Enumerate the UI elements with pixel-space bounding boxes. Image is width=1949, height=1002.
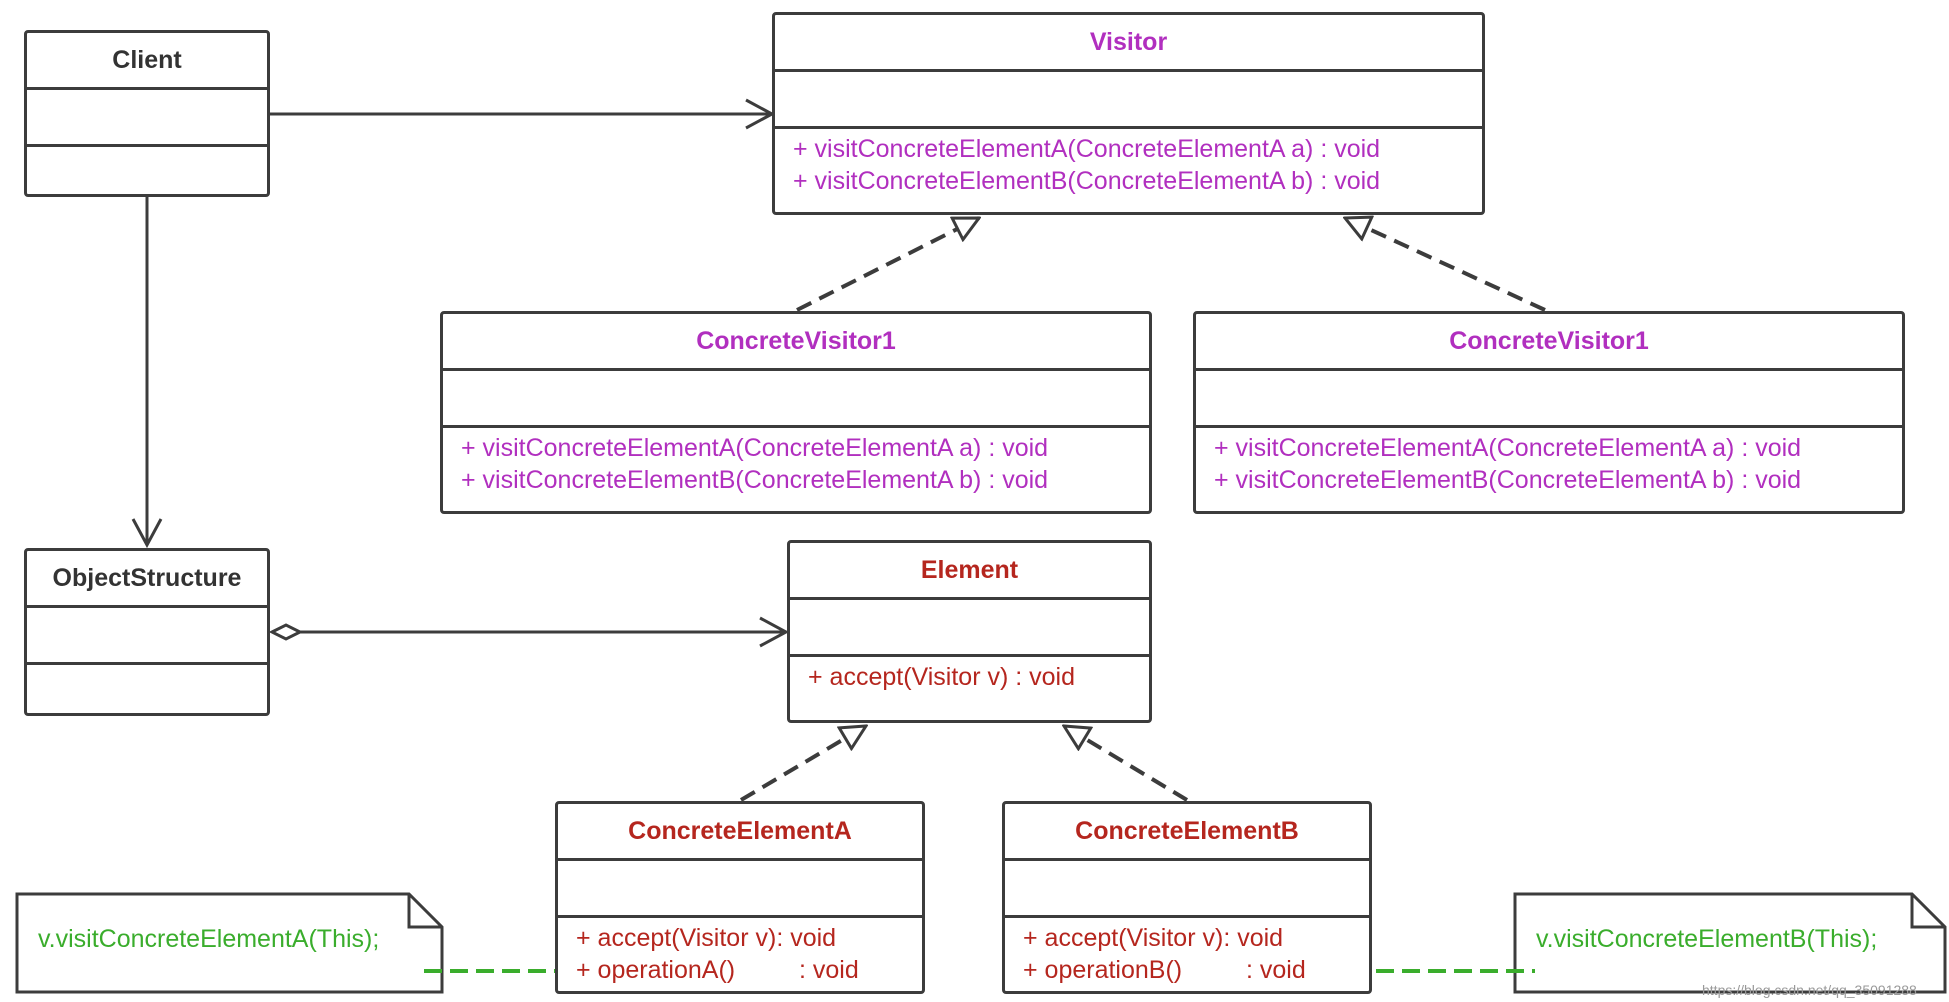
class-concrete-element-a[interactable]: ConcreteElementA + accept(Visitor v) : v…	[555, 801, 925, 994]
class-concrete-element-a-operations: + accept(Visitor v) : void + operationA(…	[558, 918, 922, 986]
class-concrete-element-b-operations: + accept(Visitor v) : void + operationB(…	[1005, 918, 1369, 986]
concrete-element-b-op-1: + accept(Visitor v) : void	[1023, 922, 1369, 954]
op-name: + operationA()	[576, 956, 736, 984]
op-type: : void	[1246, 956, 1306, 984]
class-concrete-element-b-title: ConcreteElementB	[1005, 804, 1369, 861]
realization-cv1-visitor	[796, 216, 979, 312]
class-visitor-attributes	[775, 72, 1482, 129]
visitor-op-2: + visitConcreteElementB(ConcreteElementA…	[793, 167, 1381, 195]
class-concrete-element-b[interactable]: ConcreteElementB + accept(Visitor v) : v…	[1002, 801, 1372, 994]
note-b-shape	[1513, 892, 1947, 994]
class-concrete-visitor-left-operations: + visitConcreteElementA(ConcreteElementA…	[443, 428, 1149, 496]
class-concrete-visitor-left-attributes	[443, 371, 1149, 428]
class-element-title: Element	[790, 543, 1149, 600]
class-visitor-title: Visitor	[775, 15, 1482, 72]
concrete-visitor-left-op-2: + visitConcreteElementB(ConcreteElementA…	[461, 466, 1049, 494]
class-concrete-visitor-right-attributes	[1196, 371, 1902, 428]
class-concrete-visitor-left[interactable]: ConcreteVisitor1 + visitConcreteElementA…	[440, 311, 1152, 514]
class-element[interactable]: Element + accept(Visitor v) : void	[787, 540, 1152, 723]
class-object-structure-title: ObjectStructure	[27, 551, 267, 608]
op-name: + accept(Visitor v)	[1023, 924, 1224, 952]
class-visitor-operations: + visitConcreteElementA(ConcreteElementA…	[775, 129, 1482, 197]
class-concrete-element-a-title: ConcreteElementA	[558, 804, 922, 861]
op-type: : void	[776, 924, 837, 952]
class-element-operations: + accept(Visitor v) : void	[790, 657, 1149, 693]
concrete-visitor-right-op-2: + visitConcreteElementB(ConcreteElementA…	[1214, 466, 1802, 494]
realization-cv2-visitor	[1345, 218, 1546, 312]
class-concrete-visitor-left-title: ConcreteVisitor1	[443, 314, 1149, 371]
note-b-text: v.visitConcreteElementB(This);	[1536, 925, 1878, 953]
op-type: : void	[799, 956, 859, 984]
class-concrete-visitor-right-operations: + visitConcreteElementA(ConcreteElementA…	[1196, 428, 1902, 496]
class-client[interactable]: Client	[24, 30, 270, 197]
class-client-attributes	[27, 90, 267, 147]
class-concrete-element-b-attributes	[1005, 861, 1369, 918]
class-concrete-visitor-right-title: ConcreteVisitor1	[1196, 314, 1902, 371]
watermark: https://blog.csdn.net/qq_35091288	[1702, 982, 1917, 998]
note-a-shape	[15, 892, 444, 994]
realization-ceb-element	[1064, 726, 1189, 802]
op-type: : void	[1223, 924, 1284, 952]
note-b-fold	[1910, 894, 1945, 929]
op-name: + accept(Visitor v)	[576, 924, 777, 952]
class-object-structure-attributes	[27, 608, 267, 665]
concrete-element-a-op-1: + accept(Visitor v) : void	[576, 922, 922, 954]
op-name: + operationB()	[1023, 956, 1183, 984]
visitor-op-1: + visitConcreteElementA(ConcreteElementA…	[793, 135, 1381, 163]
concrete-visitor-left-op-1: + visitConcreteElementA(ConcreteElementA…	[461, 434, 1049, 462]
note-a-text: v.visitConcreteElementA(This);	[38, 925, 380, 953]
class-concrete-element-a-attributes	[558, 861, 922, 918]
concrete-element-b-op-2: + operationB() : void	[1023, 954, 1369, 986]
class-object-structure[interactable]: ObjectStructure	[24, 548, 270, 716]
realization-cea-element	[739, 724, 866, 802]
class-client-title: Client	[27, 33, 267, 90]
class-concrete-visitor-right[interactable]: ConcreteVisitor1 + visitConcreteElementA…	[1193, 311, 1905, 514]
concrete-element-a-op-2: + operationA() : void	[576, 954, 922, 986]
class-visitor[interactable]: Visitor + visitConcreteElementA(Concrete…	[772, 12, 1485, 215]
element-op-1: + accept(Visitor v) : void	[808, 663, 1076, 691]
note-a-fold	[407, 894, 442, 929]
class-element-attributes	[790, 600, 1149, 657]
concrete-visitor-right-op-1: + visitConcreteElementA(ConcreteElementA…	[1214, 434, 1802, 462]
